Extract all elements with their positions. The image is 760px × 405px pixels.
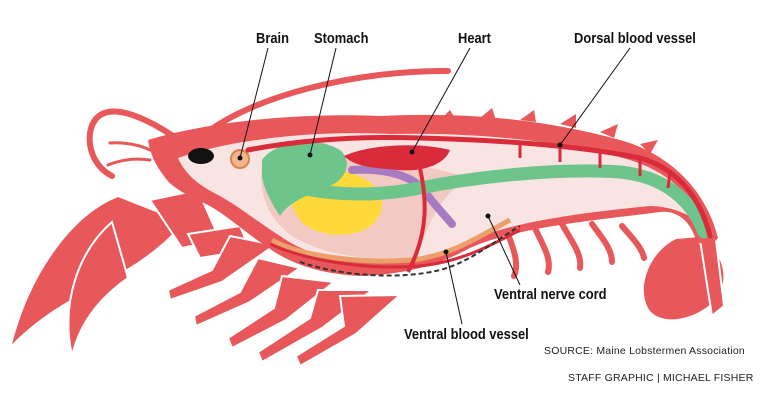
dorsal-blood-vessel [245,135,713,239]
swimmerets [503,221,647,279]
leader-lines [239,47,631,325]
label-ventral-blood-vessel: Ventral blood vessel [404,326,529,343]
label-stomach: Stomach [314,30,369,47]
label-ventral-nerve-cord: Ventral nerve cord [494,286,607,303]
staff-credit: STAFF GRAPHIC | MICHAEL FISHER [568,372,754,384]
carapace-spikes [440,108,658,154]
heart-organ [344,145,450,171]
label-dorsal-blood-vessel: Dorsal blood vessel [574,30,696,47]
source-credit: SOURCE: Maine Lobstermen Association [544,345,745,357]
leader-dots [237,142,563,255]
heart-descending-vessel [406,167,427,273]
tail-fan [641,234,726,322]
eye [188,148,214,164]
walking-legs [166,234,403,368]
dorsal-vessel-branches [518,143,672,189]
ventral-nerve-cord [299,225,521,277]
ventral-blood-vessel [269,228,521,269]
stomach-organ [262,141,347,216]
label-heart: Heart [458,30,491,47]
label-brain: Brain [256,30,289,47]
antennae [86,67,451,179]
intestine [293,164,711,239]
